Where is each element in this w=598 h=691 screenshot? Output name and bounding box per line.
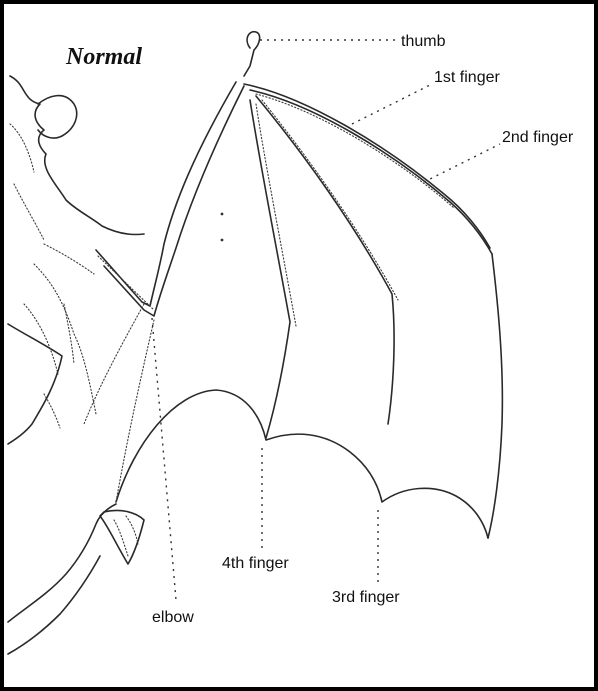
wing-arm [96,82,244,316]
wing-texture [44,213,223,428]
bat-foot [100,510,144,564]
diagram-title: Normal [65,44,142,70]
bat-body [8,76,144,654]
second-finger-label: 2nd finger [502,129,574,146]
fourth-finger-label: 4th finger [222,555,289,572]
thumb-label: thumb [401,33,446,50]
thumb-digit [244,32,260,76]
bat-wing-diagram: Normal [4,4,594,687]
elbow-label: elbow [152,609,194,626]
first-finger-label: 1st finger [434,69,500,86]
first-finger-leader [352,84,432,124]
leader-lines [152,40,500,600]
third-finger-label: 3rd finger [332,589,400,606]
second-finger-leader [424,144,500,182]
elbow-leader [152,318,176,600]
